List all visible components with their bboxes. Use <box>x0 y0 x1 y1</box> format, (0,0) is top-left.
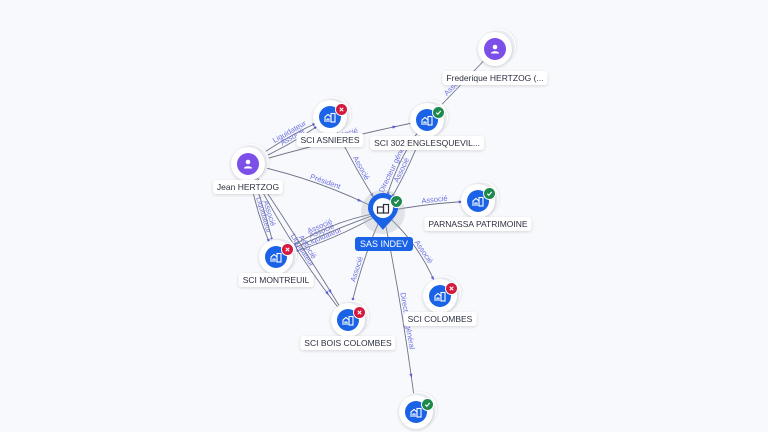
node-label[interactable]: Jean HERTZOG <box>212 180 284 194</box>
check-icon <box>435 110 442 116</box>
building-icon <box>324 112 336 123</box>
edge-center-bottom <box>382 211 417 413</box>
arrow-icon <box>328 289 332 294</box>
close-icon <box>449 286 454 291</box>
node-label[interactable]: SCI MONTREUIL <box>238 273 314 287</box>
center-node[interactable] <box>361 190 405 234</box>
check-icon <box>486 191 493 197</box>
building-icon <box>376 203 390 214</box>
node-label[interactable]: SCI 302 ENGLESQUEVIL... <box>370 136 484 150</box>
arrow-icon <box>392 125 397 129</box>
closed-status-badge <box>281 243 294 256</box>
building-icon <box>270 252 282 263</box>
building-icon <box>472 196 484 207</box>
active-status-badge <box>390 195 403 208</box>
arrow-icon <box>325 291 329 296</box>
node-label[interactable]: SCI BOIS COLOMBES <box>300 336 396 350</box>
closed-status-badge <box>353 306 366 319</box>
person-icon <box>490 44 500 54</box>
building-icon <box>434 291 446 302</box>
person-icon <box>243 159 253 169</box>
close-icon <box>339 107 344 112</box>
close-icon <box>357 310 362 315</box>
building-icon <box>421 115 433 126</box>
closed-status-badge <box>445 282 458 295</box>
building-icon <box>342 315 354 326</box>
edge-label: Président <box>309 172 343 191</box>
active-status-badge <box>432 106 445 119</box>
node-label[interactable]: SCI ASNIERES <box>296 133 364 147</box>
active-status-badge <box>483 187 496 200</box>
close-icon <box>285 247 290 252</box>
arrow-icon <box>351 297 355 303</box>
arrow-icon <box>293 248 299 253</box>
closed-status-badge <box>335 103 348 116</box>
active-status-badge <box>421 398 434 411</box>
check-icon <box>393 199 400 205</box>
person-avatar <box>484 38 506 60</box>
arrow-icon <box>370 192 374 198</box>
arrow-icon <box>409 373 413 379</box>
check-icon <box>424 402 431 408</box>
edge-label: Associé <box>348 255 365 283</box>
node-label[interactable]: Frederique HERTZOG (... <box>442 71 548 85</box>
building-icon <box>410 407 422 418</box>
arrow-icon <box>357 198 363 202</box>
node-label[interactable]: PARNASSA PATRIMOINE <box>424 217 532 231</box>
node-label[interactable]: SCI COLOMBES <box>403 312 477 326</box>
person-avatar <box>237 153 259 175</box>
center-node-label[interactable]: SAS INDEV <box>354 237 414 251</box>
edge-label: Associé <box>421 194 448 206</box>
